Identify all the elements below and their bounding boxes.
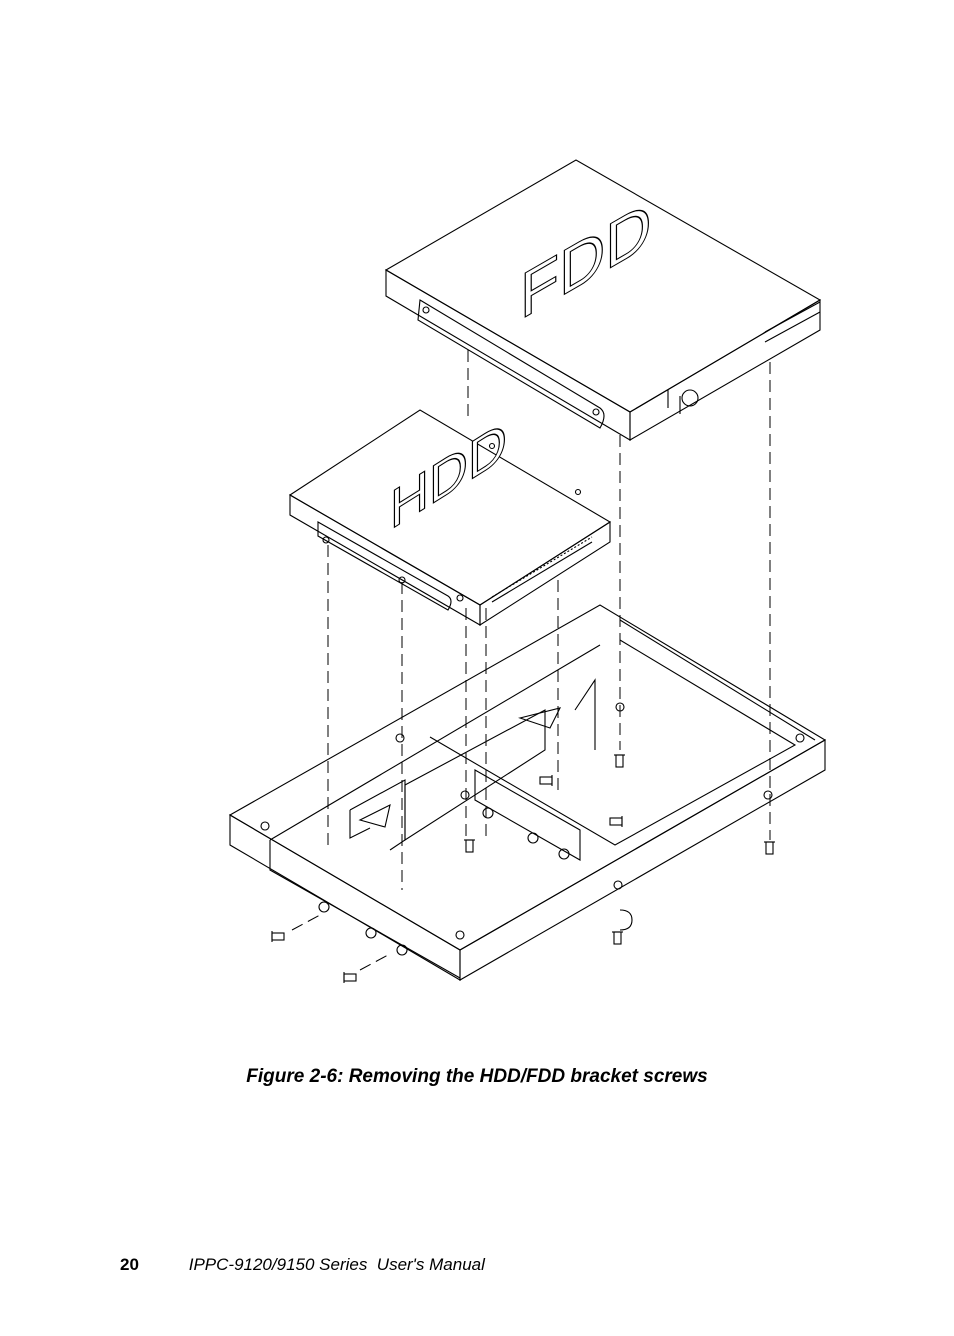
exploded-bracket-diagram: FDD HDD (220, 150, 840, 1010)
screw-icon (612, 931, 623, 945)
bracket-tray (228, 604, 827, 981)
fdd-drive: FDD (384, 159, 822, 441)
manual-title: IPPC-9120/9150 Series User's Manual (188, 1255, 485, 1274)
screw-icon (614, 754, 625, 768)
screws (271, 754, 775, 983)
alignment-lines (291, 350, 771, 971)
fdd-label: FDD (520, 186, 652, 334)
screw-icon (271, 931, 285, 942)
page-footer: 20 IPPC-9120/9150 Series User's Manual (120, 1255, 485, 1275)
hdd-drive: HDD (288, 408, 612, 627)
screw-icon (464, 839, 475, 853)
page-number: 20 (120, 1255, 139, 1274)
screw-icon (764, 841, 775, 855)
hdd-label: HDD (390, 408, 507, 541)
figure-caption: Figure 2-6: Removing the HDD/FDD bracket… (246, 1066, 708, 1087)
screw-icon (539, 775, 553, 786)
screw-icon (343, 972, 357, 983)
screw-icon (609, 816, 623, 827)
